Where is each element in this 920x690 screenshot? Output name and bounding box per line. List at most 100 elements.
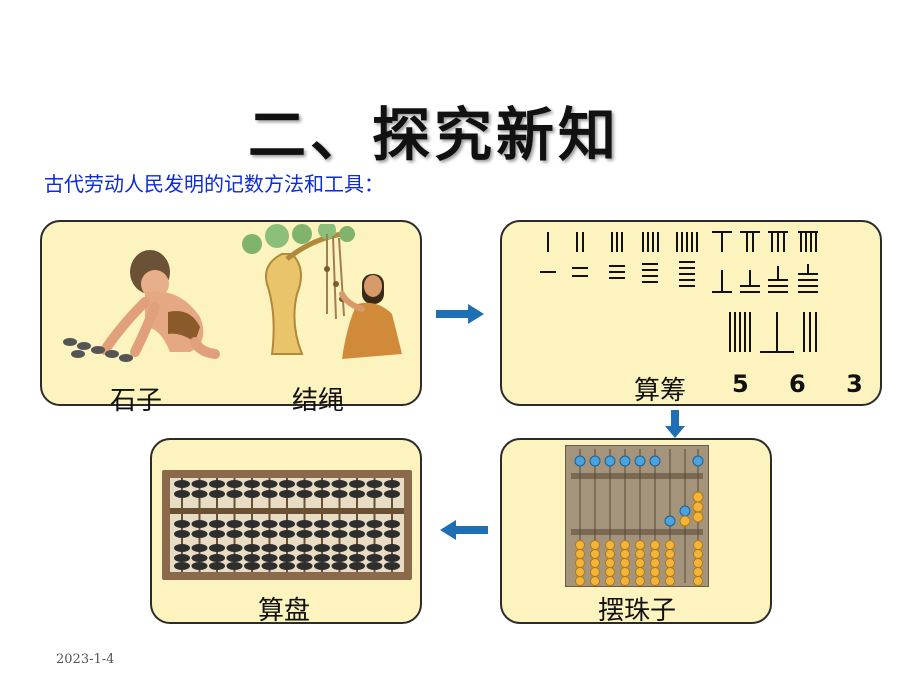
abacus-bead [296,544,313,552]
abacus-bead [174,554,190,562]
bead [635,540,645,550]
abacus-bead [314,562,330,570]
bead [575,576,585,586]
bead [620,540,630,550]
abacus-bead [296,490,313,498]
counting-rods-illustration [540,231,818,353]
bead [620,549,630,559]
abacus-bead [226,480,243,488]
abacus-bead [174,480,190,488]
abacus-bead [191,562,208,570]
abacus-bead [209,520,225,528]
abacus-bead [174,520,190,528]
counting-rods-panel: 算筹 5 6 3 [500,220,882,406]
bead [650,549,660,559]
abacus-bead [191,554,208,562]
beads-label: 摆珠子 [598,596,677,626]
bead [605,549,615,559]
abacus-bead [174,562,190,570]
abacus-bead [279,544,295,552]
abacus-bead [384,490,400,498]
bead [590,567,600,577]
abacus-bead [209,480,225,488]
abacus-bead [331,490,348,498]
abacus-bead [349,544,365,552]
abacus-bead [331,562,348,570]
bead [693,576,703,586]
abacus-bead [349,530,365,538]
abacus-bead [191,544,208,552]
bead [650,558,660,568]
abacus-bead [366,490,383,498]
abacus-bead [296,562,313,570]
abacus-bead [261,480,278,488]
abacus-bead [349,490,365,498]
knots-illustration [242,224,402,359]
abacus-bead [191,520,208,528]
bead [693,558,703,568]
abacus-bead [261,562,278,570]
abacus-bead [244,554,260,562]
bead [620,567,630,577]
abacus-bead [331,480,348,488]
beads-illustration [565,445,709,587]
bead [693,549,703,559]
abacus-bead [244,544,260,552]
abacus-bead [191,490,208,498]
abacus-bead [226,520,243,528]
abacus-bead [314,480,330,488]
abacus-bead [279,520,295,528]
abacus-bead [174,530,190,538]
abacus-bead [226,490,243,498]
bead [665,576,675,586]
page-title: 二、探究新知 [248,101,621,169]
knots-label: 结绳 [292,386,345,416]
abacus-bead [366,544,383,552]
stones-label: 石子 [110,386,163,416]
abacus-bead [366,562,383,570]
abacus-bead [261,544,278,552]
bead [575,558,585,568]
stones-illustration [63,250,220,362]
abacus-bead [279,530,295,538]
arrow-right-icon [436,304,484,324]
abacus-bead [349,520,365,528]
bead [665,567,675,577]
abacus-bead [296,530,313,538]
bead [635,558,645,568]
abacus-bead [209,530,225,538]
abacus-bead [296,554,313,562]
bead [575,549,585,559]
abacus-bead [349,554,365,562]
bead [605,567,615,577]
abacus-bead [314,520,330,528]
abacus-bead [244,530,260,538]
stones-knots-panel: 石子 结绳 [40,220,422,416]
abacus-bead [261,490,278,498]
abacus-bead [279,480,295,488]
arrow-down-icon [665,410,685,438]
abacus-bead [314,530,330,538]
abacus-bead [384,530,400,538]
abacus-bead [366,520,383,528]
beads-panel: 摆珠子 [500,438,772,626]
abacus-bead [349,480,365,488]
abacus-bead [209,544,225,552]
abacus-bead [331,554,348,562]
counting-rods-numbers: 5 6 3 [732,370,879,398]
abacus-bead [244,520,260,528]
bead [665,549,675,559]
abacus-bead [226,562,243,570]
abacus-illustration [162,470,412,580]
bead [620,576,630,586]
abacus-bead [174,490,190,498]
bead [693,540,703,550]
abacus-bead [244,480,260,488]
abacus-bead [296,520,313,528]
abacus-bead [191,480,208,488]
page-subtitle: 古代劳动人民发明的记数方法和工具： [44,172,384,196]
bead [693,567,703,577]
abacus-bead [261,554,278,562]
bead [650,576,660,586]
abacus-bead [279,554,295,562]
